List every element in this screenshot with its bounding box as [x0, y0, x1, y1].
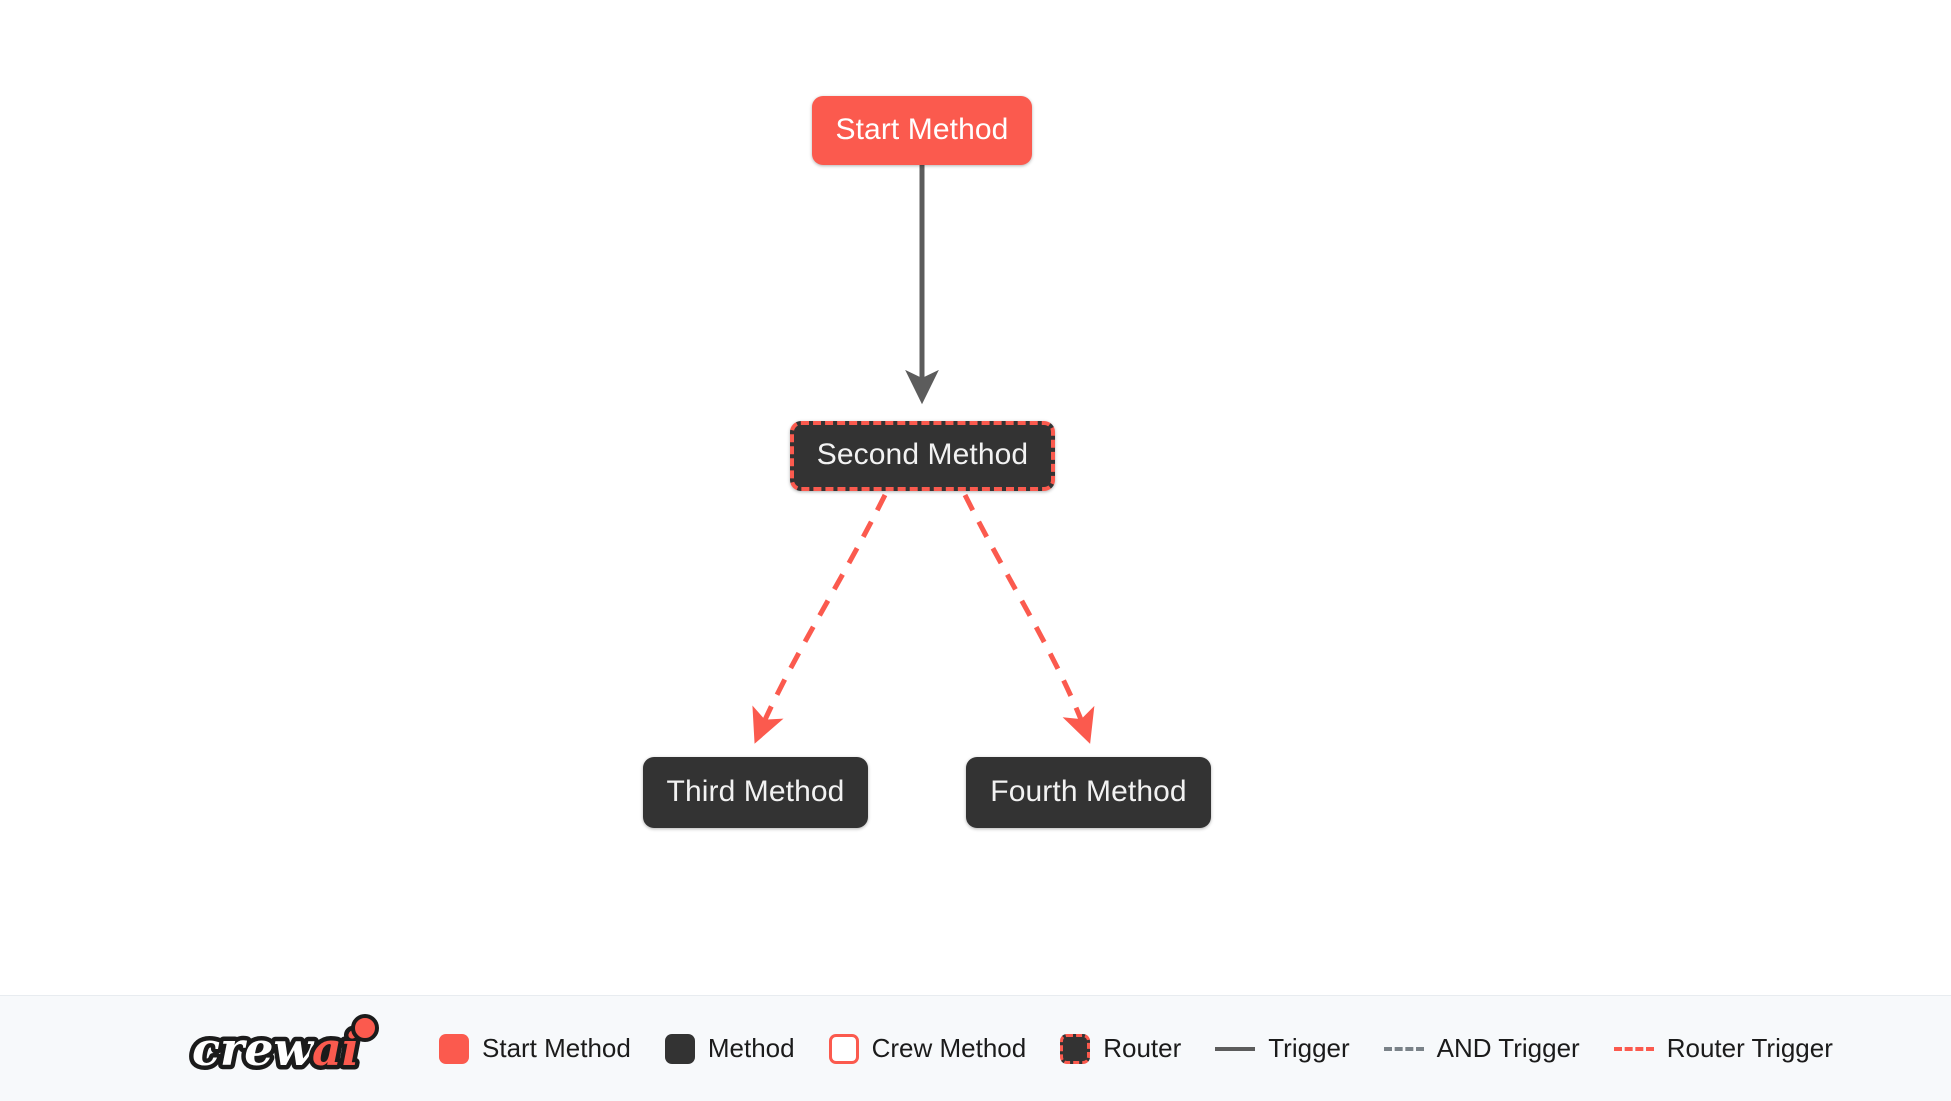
- node-start-method[interactable]: Start Method: [812, 96, 1032, 165]
- legend-line-trigger-icon: [1215, 1046, 1256, 1051]
- edge-second-fourth: [962, 493, 1095, 744]
- legend-swatch-crew-method-icon: [828, 1033, 859, 1064]
- legend-item-start-method[interactable]: Start Method: [439, 1032, 631, 1064]
- node-second-method[interactable]: Second Method: [790, 421, 1055, 491]
- legend-item-router[interactable]: Router: [1060, 1032, 1182, 1064]
- node-second-method-label: Second Method: [816, 438, 1029, 471]
- edge-second-third: [752, 493, 888, 744]
- legend-line-and-trigger-icon: [1383, 1046, 1424, 1051]
- node-fourth-method-label: Fourth Method: [990, 774, 1187, 808]
- legend-item-method[interactable]: Method: [664, 1032, 795, 1064]
- legend-item-and-trigger[interactable]: AND Trigger: [1383, 1032, 1580, 1063]
- legend-line-router-trigger-icon: [1613, 1046, 1654, 1051]
- legend-item-trigger[interactable]: Trigger: [1215, 1032, 1350, 1063]
- legend-swatch-method-icon: [664, 1033, 695, 1064]
- legend-label-and-trigger: AND Trigger: [1436, 1032, 1580, 1063]
- legend-items: Start Method Method Crew Method Router T…: [439, 1032, 1833, 1064]
- legend-swatch-router-icon: [1060, 1033, 1091, 1064]
- node-third-method-label: Third Method: [666, 774, 845, 808]
- legend-label-method: Method: [707, 1032, 795, 1063]
- legend-item-router-trigger[interactable]: Router Trigger: [1613, 1032, 1833, 1063]
- node-third-method[interactable]: Third Method: [643, 757, 868, 828]
- legend-label-start-method: Start Method: [482, 1032, 631, 1063]
- flow-canvas[interactable]: Start Method Second Method Third Method …: [0, 0, 1951, 995]
- logo-text-primary-outline: crew: [192, 1022, 315, 1076]
- legend-label-router: Router: [1103, 1032, 1182, 1063]
- logo-text-primary: crew: [192, 1022, 315, 1076]
- legend-swatch-start-method-icon: [439, 1033, 469, 1064]
- legend-bar: crew crew ai ai Start Method Method Crew…: [0, 995, 1951, 1101]
- node-start-method-label: Start Method: [835, 112, 1009, 146]
- legend-label-router-trigger: Router Trigger: [1666, 1032, 1833, 1063]
- node-fourth-method[interactable]: Fourth Method: [966, 757, 1211, 828]
- legend-label-crew-method: Crew Method: [871, 1032, 1027, 1063]
- legend-label-trigger: Trigger: [1268, 1032, 1350, 1063]
- legend-item-crew-method[interactable]: Crew Method: [828, 1032, 1027, 1064]
- logo-dot-icon: [351, 1013, 379, 1042]
- crewai-logo: crew crew ai ai: [188, 1013, 403, 1084]
